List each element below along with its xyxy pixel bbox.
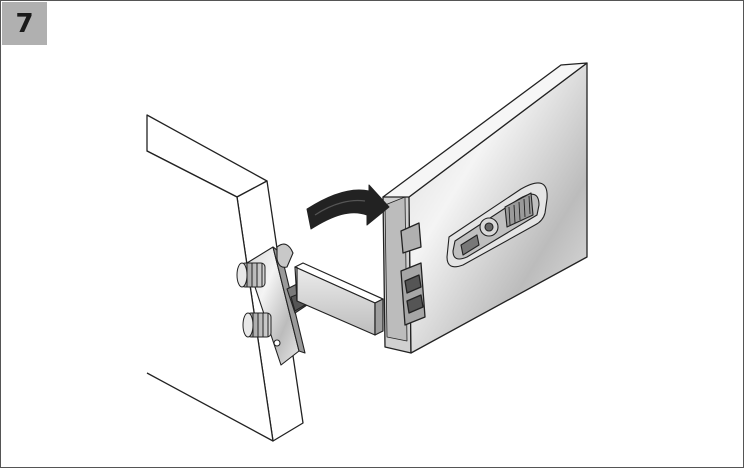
step-number: 7 (15, 8, 34, 39)
curved-insertion-arrow-icon (306, 184, 390, 230)
adjustment-screw-icon (236, 262, 272, 338)
drawer-runner (382, 62, 588, 354)
height-adjuster-recess (446, 182, 548, 268)
step-badge: 7 (2, 2, 47, 45)
drawer-side-rail (294, 262, 384, 336)
